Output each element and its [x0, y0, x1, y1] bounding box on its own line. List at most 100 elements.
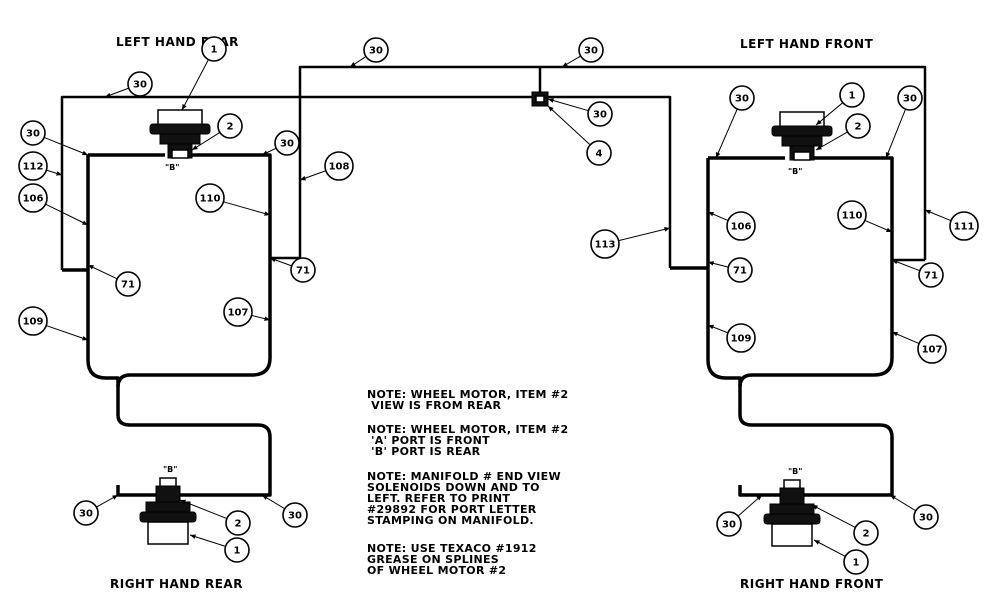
- callout-number: 30: [79, 509, 93, 520]
- note-line: #29892 FOR PORT LETTER: [367, 503, 537, 516]
- callout-30: 30: [889, 494, 939, 530]
- callout-bubble: [590, 229, 620, 259]
- callout-30: 30: [715, 85, 755, 159]
- callout-2: 2: [815, 113, 871, 151]
- callout-30: 30: [261, 130, 300, 156]
- callout-number: 106: [23, 194, 44, 205]
- callout-arrowhead: [708, 261, 714, 266]
- hose-top-center-line: [298, 65, 542, 258]
- note-line: LEFT. REFER TO PRINT: [367, 492, 510, 505]
- callout-number: 109: [23, 317, 44, 328]
- callout-bubble: [127, 71, 153, 97]
- callout-leader: [811, 504, 856, 528]
- callout-arrowhead: [262, 495, 268, 500]
- callout-bubble: [195, 183, 225, 213]
- callout-leader: [43, 136, 89, 156]
- callout-bubble: [726, 323, 756, 353]
- callout-bubble: [224, 537, 250, 563]
- hose-left-inner: [116, 153, 272, 388]
- callout-leader: [815, 131, 848, 151]
- callout-bubble: [726, 211, 756, 241]
- callout-number: 1: [211, 45, 218, 56]
- callout-30: 30: [561, 37, 604, 68]
- callout-number: 71: [296, 266, 310, 277]
- callout-bubble: [897, 85, 923, 111]
- callout-arrowhead: [756, 495, 762, 501]
- note-line: OF WHEEL MOTOR #2: [367, 564, 506, 577]
- callout-arrowhead: [814, 540, 820, 545]
- hose-top-right-return: [540, 65, 927, 260]
- callout-number: 1: [234, 546, 241, 557]
- callout-arrowhead: [112, 495, 118, 500]
- callout-112: 112: [18, 151, 63, 181]
- callout-arrowhead: [180, 499, 186, 505]
- callout-2: 2: [191, 113, 243, 151]
- callout-bubble: [837, 200, 867, 230]
- callout-number: 4: [596, 149, 603, 160]
- callout-arrowhead: [88, 265, 94, 270]
- callout-bubble: [843, 549, 869, 575]
- notes: NOTE: WHEEL MOTOR, ITEM #2 VIEW IS FROM …: [367, 388, 568, 577]
- callout-leader: [813, 539, 846, 557]
- callout-number: 112: [23, 162, 44, 173]
- callout-107: 107: [891, 331, 947, 364]
- callout-1: 1: [813, 539, 869, 575]
- callout-bubble: [18, 151, 48, 181]
- label-right-hand-rear: RIGHT HAND REAR: [110, 577, 243, 591]
- callout-4: 4: [547, 105, 612, 166]
- callout-arrowhead: [892, 259, 898, 265]
- callout-number: 113: [595, 240, 616, 251]
- callout-113: 113: [590, 227, 671, 259]
- callout-number: 30: [584, 46, 598, 57]
- callout-1: 1: [189, 534, 250, 563]
- callout-71: 71: [707, 257, 753, 283]
- callout-number: 71: [121, 280, 135, 291]
- callout-number: 71: [924, 271, 938, 282]
- callout-number: 106: [731, 222, 752, 233]
- callout-number: 107: [922, 345, 943, 356]
- callout-number: 1: [853, 558, 860, 569]
- note-line: 'B' PORT IS REAR: [367, 445, 481, 458]
- callout-arrowhead: [182, 104, 187, 110]
- callout-leader: [618, 227, 671, 242]
- callout-arrowhead: [548, 106, 554, 112]
- callout-bubble: [290, 257, 316, 283]
- callout-arrowhead: [885, 152, 891, 158]
- wheel-motor-right-rear: "B": [139, 465, 197, 545]
- hose-manifold-to-right: [545, 95, 672, 268]
- note-line: 'A' PORT IS FRONT: [367, 434, 490, 447]
- callout-arrowhead: [82, 150, 88, 156]
- callout-2: 2: [179, 499, 251, 536]
- callout-106: 106: [707, 211, 756, 241]
- callout-1: 1: [181, 36, 227, 111]
- callout-bubble: [839, 82, 865, 108]
- callout-110: 110: [837, 200, 893, 233]
- callout-bubble: [917, 334, 947, 364]
- callout-bubble: [913, 504, 939, 530]
- callout-number: 30: [133, 80, 147, 91]
- note-1: NOTE: WHEEL MOTOR, ITEM #2 VIEW IS FROM …: [367, 388, 568, 412]
- callout-arrowhead: [264, 211, 270, 216]
- port-label: "B": [165, 163, 179, 172]
- callout-bubble: [324, 151, 354, 181]
- callout-bubble: [282, 502, 308, 528]
- callout-number: 30: [369, 46, 383, 57]
- callout-number: 110: [842, 211, 863, 222]
- callout-arrowhead: [300, 175, 306, 181]
- callout-arrowhead: [812, 505, 818, 510]
- callout-leader: [46, 325, 89, 341]
- callout-leader: [181, 59, 209, 111]
- callout-arrowhead: [82, 220, 88, 225]
- callout-106: 106: [18, 183, 89, 226]
- callout-109: 109: [18, 306, 89, 341]
- callout-number: 2: [855, 122, 862, 133]
- callout-arrowhead: [548, 98, 554, 103]
- callout-bubble: [18, 306, 48, 336]
- callout-arrowhead: [192, 145, 198, 150]
- callout-arrowhead: [190, 534, 196, 539]
- callout-number: 30: [288, 511, 302, 522]
- callout-bubble: [918, 262, 944, 288]
